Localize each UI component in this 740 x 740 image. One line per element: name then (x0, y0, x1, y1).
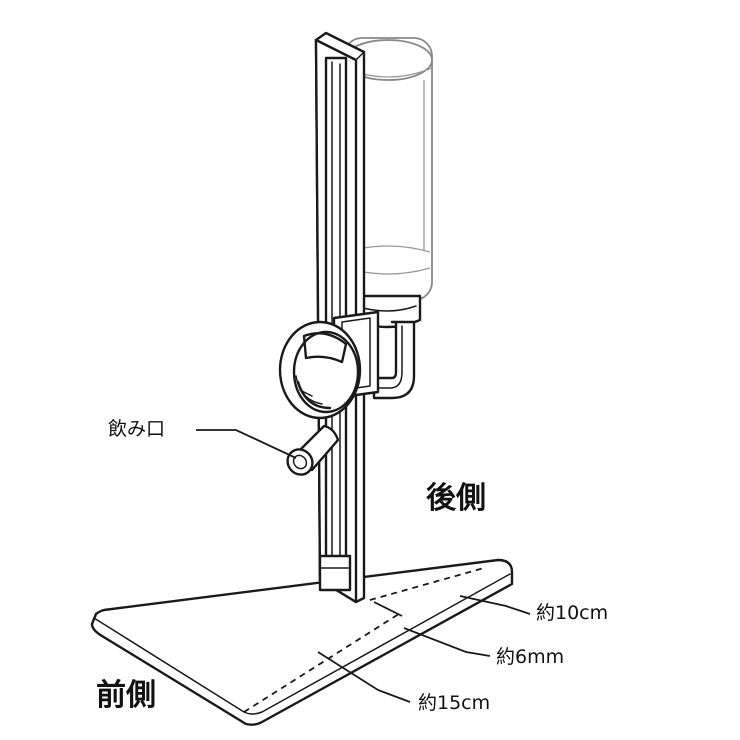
front-side-label: 前側 (96, 678, 156, 713)
thickness-dimension-label: 約6mm (496, 646, 565, 668)
nozzle-disc (278, 320, 362, 420)
depth-dimension-label: 約15cm (418, 692, 491, 714)
dimension-lines (243, 567, 485, 713)
leader-lines (196, 429, 531, 703)
width-dimension-label: 約10cm (536, 602, 609, 624)
back-side-label: 後側 (426, 481, 486, 516)
nozzle-label: 飲み口 (108, 418, 166, 440)
drinking-spout (286, 424, 340, 476)
drinking-tube (372, 320, 416, 400)
